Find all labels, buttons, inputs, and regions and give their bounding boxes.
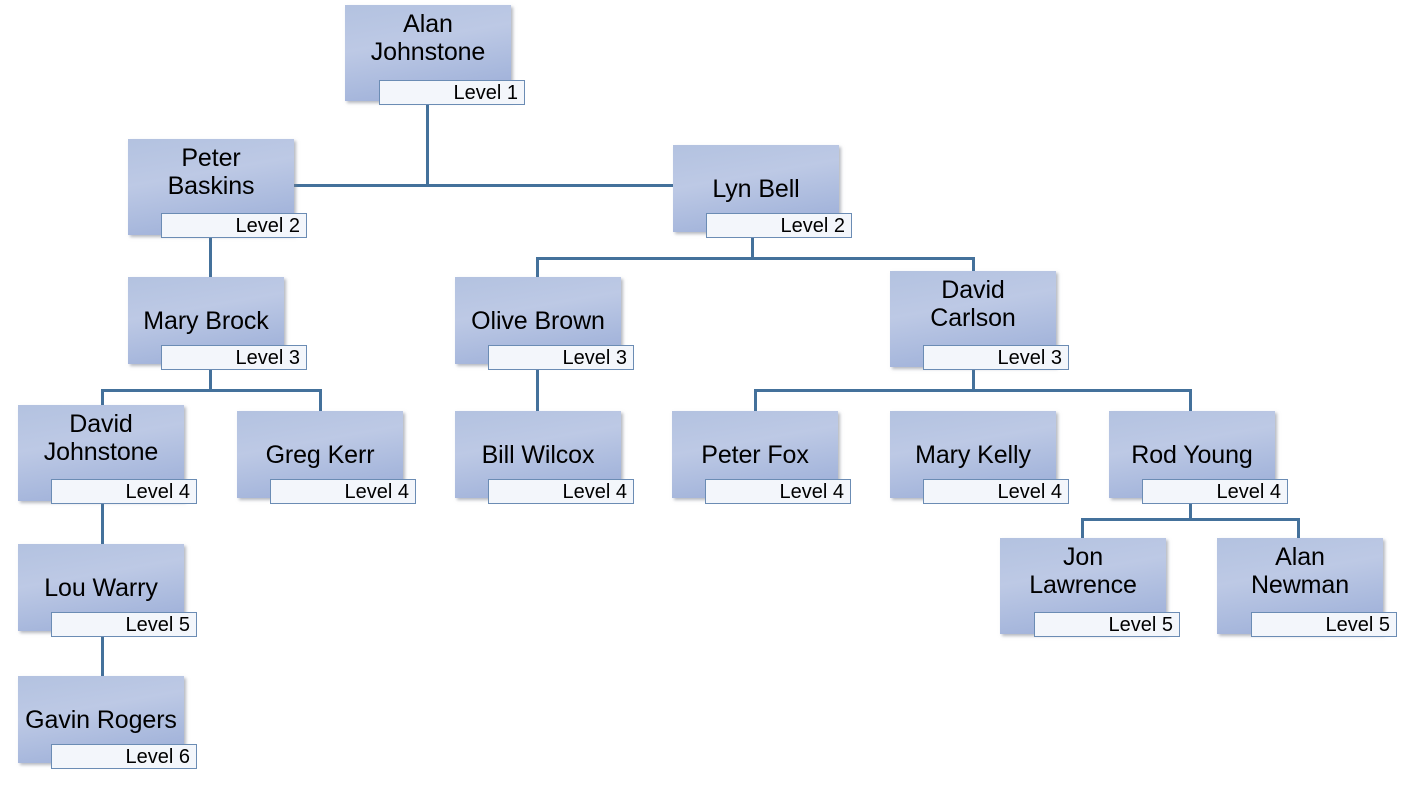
- connector-mary-spine: [101, 389, 322, 392]
- node-level-tag-lou-warry: Level 5: [51, 612, 197, 637]
- node-level-tag-david-johnstone: Level 4: [51, 479, 197, 504]
- node-level-tag-jon-lawrence: Level 5: [1034, 612, 1180, 637]
- connector-rod-to-jon: [1081, 518, 1084, 538]
- node-level-tag-david-carlson: Level 3: [923, 345, 1069, 370]
- connector-rod-drop: [1189, 504, 1192, 520]
- connector-lyn-spine: [536, 257, 975, 260]
- connector-olive-to-bill: [536, 370, 539, 411]
- connector-lyn-to-carlson: [972, 257, 975, 271]
- node-level-tag-rod-young: Level 4: [1142, 479, 1288, 504]
- node-level-tag-olive-brown: Level 3: [488, 345, 634, 370]
- connector-lyn-drop: [751, 238, 754, 259]
- node-level-tag-lyn-bell: Level 2: [706, 213, 852, 238]
- connector-carlson-to-fox: [754, 389, 757, 411]
- node-level-tag-mary-kelly: Level 4: [923, 479, 1069, 504]
- connector-carlson-to-rod: [1189, 389, 1192, 411]
- connector-mary-to-djohn: [101, 389, 104, 405]
- connector-lou-to-gavin: [101, 637, 104, 676]
- connector-alan-drop: [426, 105, 429, 186]
- connector-rod-spine: [1081, 518, 1299, 521]
- node-level-tag-alan-johnstone: Level 1: [379, 80, 525, 105]
- node-level-tag-greg-kerr: Level 4: [270, 479, 416, 504]
- connector-mary-to-greg: [319, 389, 322, 411]
- connector-rod-to-newman: [1297, 518, 1300, 538]
- node-level-tag-alan-newman: Level 5: [1251, 612, 1397, 637]
- connector-level1-spine: [293, 184, 675, 187]
- connector-mary-drop: [209, 370, 212, 391]
- node-level-tag-mary-brock: Level 3: [161, 345, 307, 370]
- connector-lyn-to-olive: [536, 257, 539, 277]
- connector-carlson-drop: [972, 370, 975, 391]
- node-level-tag-gavin-rogers: Level 6: [51, 744, 197, 769]
- connector-djohn-to-lou: [101, 504, 104, 544]
- connector-carlson-spine: [754, 389, 1192, 392]
- node-level-tag-bill-wilcox: Level 4: [488, 479, 634, 504]
- connector-peter-to-mary: [209, 238, 212, 277]
- node-level-tag-peter-baskins: Level 2: [161, 213, 307, 238]
- node-level-tag-peter-fox: Level 4: [705, 479, 851, 504]
